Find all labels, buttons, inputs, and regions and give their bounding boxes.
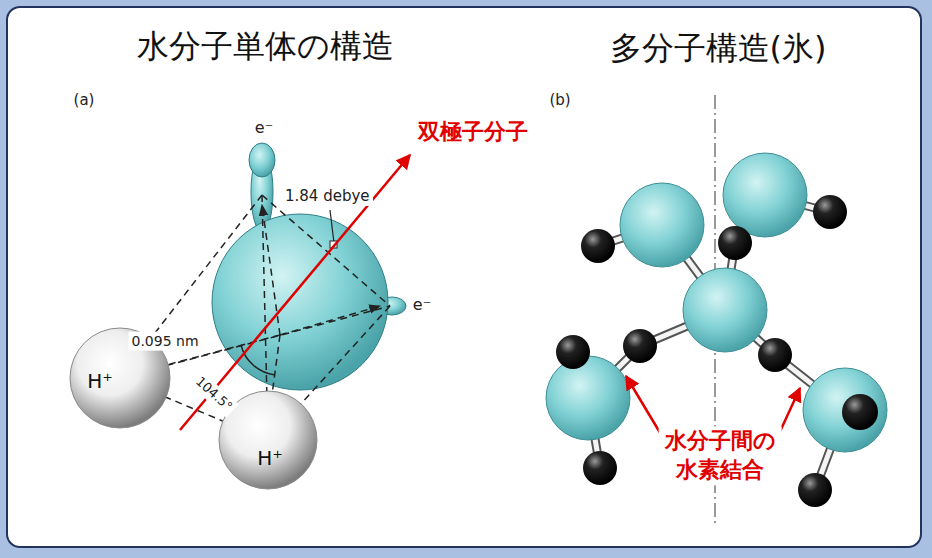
dipole-moment-value: 1.84 debye [282, 186, 373, 206]
bond-length: 0.095 nm [128, 332, 201, 351]
panel-heading: 水分子単体の構造 [137, 27, 394, 65]
bond-sticks [573, 195, 845, 490]
panel-heading: 多分子構造(氷) [610, 29, 827, 67]
hydrogen-atoms [556, 195, 878, 507]
atom-symbol: H⁺ [257, 447, 283, 469]
electron-label: e⁻ [413, 295, 431, 314]
moment-leader [330, 210, 334, 243]
dipole-arrow [180, 155, 410, 430]
slide-panel [6, 6, 922, 548]
electron-label: e⁻ [255, 118, 273, 137]
panel-letter: (a) [74, 91, 95, 109]
oxygen-atoms [546, 153, 887, 452]
panel-letter: (b) [549, 91, 570, 109]
bond-angle: 104.5° [190, 371, 239, 417]
atom-symbol: H⁺ [87, 370, 113, 392]
oxygen-electron-cloud [212, 143, 406, 390]
hydrogen-bond-label: 水分子間の 水素結合 [659, 426, 782, 485]
dipole-label: 双極子分子 [418, 119, 528, 145]
